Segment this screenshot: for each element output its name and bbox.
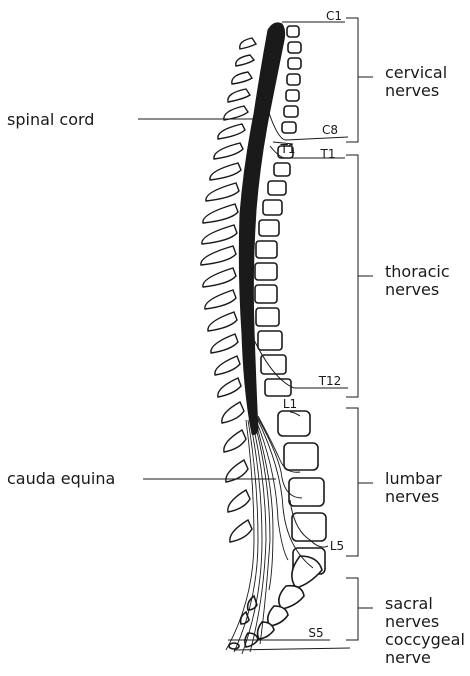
marker-l5: L5: [330, 539, 344, 553]
coccygeal-label-line2: nerve: [385, 648, 431, 667]
marker-l1: L1: [283, 397, 297, 411]
spinal-cord-label: spinal cord: [7, 110, 94, 129]
marker-t12: T12: [318, 374, 342, 388]
thoracic-label-line2: nerves: [385, 280, 439, 299]
marker-c1: C1: [326, 9, 342, 23]
marker-t1-vertebra: T1: [280, 142, 296, 156]
lumbar-label-line2: nerves: [385, 487, 439, 506]
coccygeal-label-line1: coccygeal: [385, 630, 465, 649]
marker-s5: S5: [308, 626, 323, 640]
sacral-label-line1: sacral: [385, 594, 433, 613]
region-brackets: [346, 18, 373, 640]
marker-t1-nerve: T1: [320, 147, 336, 161]
sacral-label-line2: nerves: [385, 612, 439, 631]
marker-c8: C8: [322, 123, 338, 137]
lumbar-label-line1: lumbar: [385, 469, 442, 488]
cervical-label-line2: nerves: [385, 81, 439, 100]
thoracic-label-line1: thoracic: [385, 262, 450, 281]
cauda-equina-label: cauda equina: [7, 469, 115, 488]
cervical-label-line1: cervical: [385, 63, 447, 82]
